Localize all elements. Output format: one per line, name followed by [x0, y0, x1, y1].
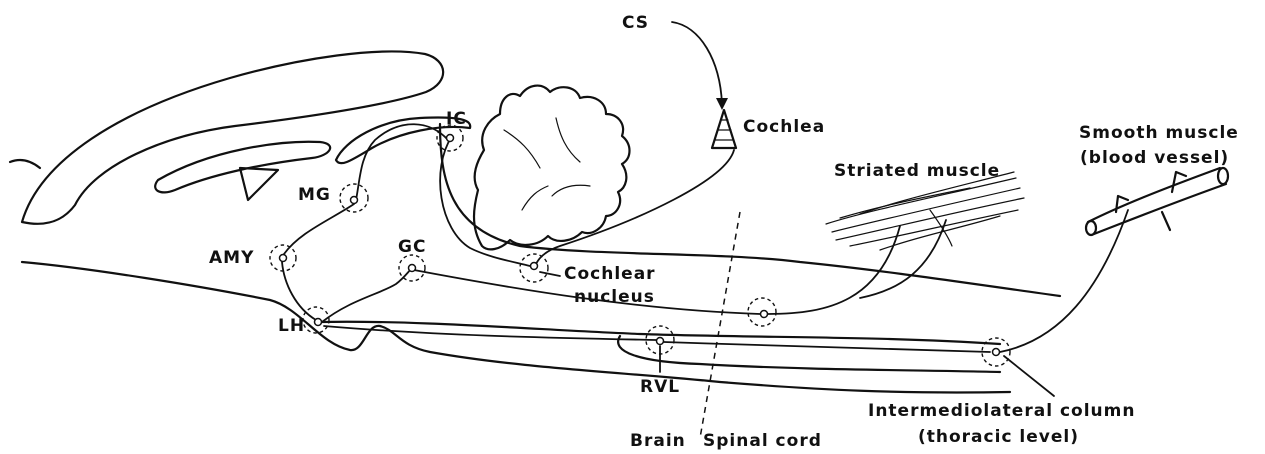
- node-cochlear-nucleus: [520, 254, 548, 282]
- label-rvl: RVL: [640, 377, 680, 397]
- label-brain: Brain: [630, 431, 686, 451]
- brain-outline: [10, 51, 1060, 392]
- label-cochlea: Cochlea: [743, 117, 825, 137]
- cortex-outline: [22, 51, 443, 223]
- cerebellum-folia-3: [552, 185, 590, 196]
- cochlea-icon: [712, 110, 736, 148]
- striated-muscle-icon: [826, 172, 1024, 250]
- cerebellum-folia-4: [522, 186, 548, 210]
- brain-spinal-boundary: [700, 212, 740, 438]
- label-iml-1: Intermediolateral column: [868, 401, 1135, 421]
- label-lh: LH: [278, 316, 305, 336]
- label-smooth-muscle-2: (blood vessel): [1080, 148, 1229, 168]
- cerebellum: [474, 86, 630, 250]
- pathway-lh-gc: [322, 268, 412, 322]
- cerebellum-folia-2: [556, 118, 580, 162]
- label-cochlear-nucleus-2: nucleus: [574, 287, 655, 307]
- olfactory-edge: [10, 160, 40, 168]
- cochlear-nucleus-leader: [540, 272, 560, 276]
- ventricle-triangle: [240, 168, 278, 200]
- label-iml-2: (thoracic level): [918, 427, 1079, 447]
- label-mg: MG: [298, 185, 331, 205]
- pathway-rvl-iml: [664, 342, 990, 352]
- cs-arrowhead: [716, 98, 728, 110]
- blood-vessel-icon: [1086, 168, 1228, 235]
- label-cs: CS: [622, 13, 649, 33]
- pathway-iml-smooth-muscle: [1000, 210, 1128, 352]
- pathway-mg-amy: [284, 204, 354, 254]
- label-gc: GC: [398, 237, 426, 257]
- label-spinal-cord: Spinal cord: [703, 431, 822, 451]
- node-spinal-motor: [748, 298, 776, 326]
- cs-arrow: [672, 22, 722, 104]
- label-ic: IC: [446, 109, 467, 129]
- label-amy: AMY: [209, 248, 254, 268]
- cerebellum-folia-1: [504, 130, 540, 168]
- label-striated-muscle: Striated muscle: [834, 161, 1000, 181]
- label-cochlear-nucleus-1: Cochlear: [564, 264, 656, 284]
- iml-leader: [1004, 356, 1054, 396]
- auditory-nerve: [536, 150, 734, 264]
- label-smooth-muscle-1: Smooth muscle: [1079, 123, 1239, 143]
- node-mg: [340, 184, 368, 212]
